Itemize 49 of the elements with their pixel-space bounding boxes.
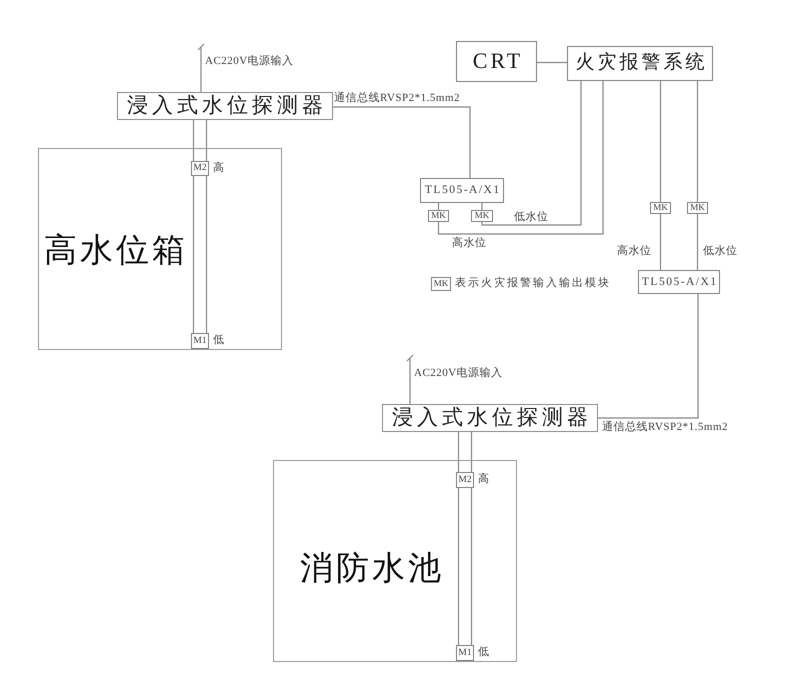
edge-label: 通信总线RVSP2*1.5mm2 bbox=[334, 92, 460, 106]
wire bbox=[481, 81, 582, 226]
wire bbox=[660, 214, 662, 270]
sensor-box: M1 bbox=[456, 645, 474, 661]
system-box: CRT bbox=[456, 41, 537, 82]
wire bbox=[481, 203, 483, 210]
level-label: 高 bbox=[213, 162, 224, 176]
sensor-box: M2 bbox=[191, 161, 209, 176]
wire bbox=[438, 81, 604, 235]
edge-label: 高水位 bbox=[452, 237, 486, 250]
module-box: TL505-A/X1 bbox=[420, 178, 504, 203]
wire bbox=[192, 175, 208, 334]
wire bbox=[458, 431, 472, 473]
tank-box bbox=[38, 148, 282, 350]
level-label: 低 bbox=[213, 334, 224, 348]
wire bbox=[458, 487, 472, 646]
level-label: 高 bbox=[478, 473, 489, 486]
tank-label: 高水位箱 bbox=[44, 232, 188, 271]
io-module-box: MK bbox=[650, 202, 671, 214]
wire bbox=[598, 294, 699, 419]
wire bbox=[696, 214, 698, 270]
sensor-box: M1 bbox=[191, 333, 209, 349]
edge-label: 低水位 bbox=[703, 245, 738, 258]
system-box: 火灾报警系统 bbox=[567, 46, 713, 81]
detector-box: 浸入式水位探测器 bbox=[117, 92, 333, 120]
edge-label: AC220V电源输入 bbox=[414, 367, 503, 380]
module-box: TL505-A/X1 bbox=[638, 270, 720, 294]
edge-label: 高水位 bbox=[617, 245, 652, 258]
sensor-box: M2 bbox=[456, 472, 474, 488]
detector-box: 浸入式水位探测器 bbox=[382, 404, 598, 432]
wire bbox=[333, 106, 471, 178]
wire bbox=[537, 62, 567, 64]
io-module-box: MK bbox=[428, 210, 449, 222]
level-label: 低 bbox=[478, 646, 489, 660]
edge-label: 低水位 bbox=[514, 211, 548, 224]
wire bbox=[438, 203, 440, 210]
legend-text: 表示火灾报警输入输出模块 bbox=[455, 277, 611, 290]
tank-box bbox=[273, 460, 517, 662]
tank-label: 消防水池 bbox=[300, 550, 444, 589]
edge-label: AC220V电源输入 bbox=[205, 55, 294, 68]
edge-label: 通信总线RVSP2*1.5mm2 bbox=[602, 421, 728, 434]
io-module-box: MK bbox=[471, 210, 493, 222]
wire bbox=[192, 119, 208, 162]
wire bbox=[197, 43, 205, 93]
legend-key: MK bbox=[431, 277, 451, 291]
wire bbox=[696, 81, 698, 202]
wire bbox=[406, 354, 414, 405]
wire bbox=[660, 81, 662, 202]
io-module-box: MK bbox=[687, 202, 708, 214]
